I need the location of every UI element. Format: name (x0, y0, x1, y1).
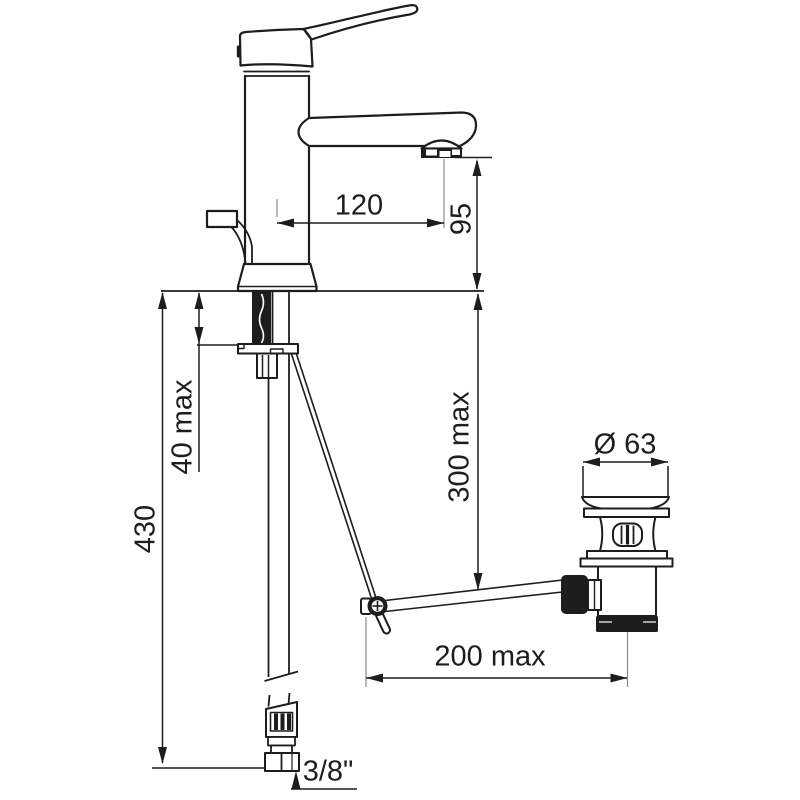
dim-label-rod-length: 300 max (443, 391, 476, 503)
waste-flange (581, 496, 670, 510)
under-deck-assembly (237, 292, 379, 682)
dim-label-outlet-height: 95 (445, 202, 478, 236)
dim-label-deck-thickness: 40 max (166, 379, 199, 475)
waste-lower-body (597, 565, 657, 617)
base-flare (236, 262, 318, 293)
waste-lever-knob (561, 575, 588, 614)
dimension-lines (152, 156, 669, 790)
dimension-arrows (158, 159, 668, 789)
mounting-nut (256, 352, 278, 379)
linkage-rod (384, 578, 568, 613)
waste-thread (596, 616, 658, 632)
popup-waste-assembly (360, 496, 674, 635)
mounting-washer (237, 343, 299, 355)
handle-head (238, 27, 314, 68)
faucet-outline (205, 4, 478, 293)
fixing-stud (252, 292, 271, 343)
dim-label-waste-diameter: Ø 63 (593, 428, 657, 461)
lift-rod-knob (205, 209, 239, 229)
faucet-body (243, 74, 311, 266)
handle-set-screw (236, 45, 241, 58)
centerlines (276, 159, 629, 687)
supply-pipe (264, 292, 299, 682)
handle-lever (302, 4, 419, 41)
dim-label-overall-height: 430 (129, 504, 162, 554)
dim-label-supply-thread: 3/8" (302, 755, 354, 788)
popup-rod (290, 351, 379, 606)
dim-label-linkage-length: 200 max (434, 640, 546, 673)
dim-label-spout-reach: 120 (334, 189, 384, 222)
hose-connector (264, 692, 300, 772)
